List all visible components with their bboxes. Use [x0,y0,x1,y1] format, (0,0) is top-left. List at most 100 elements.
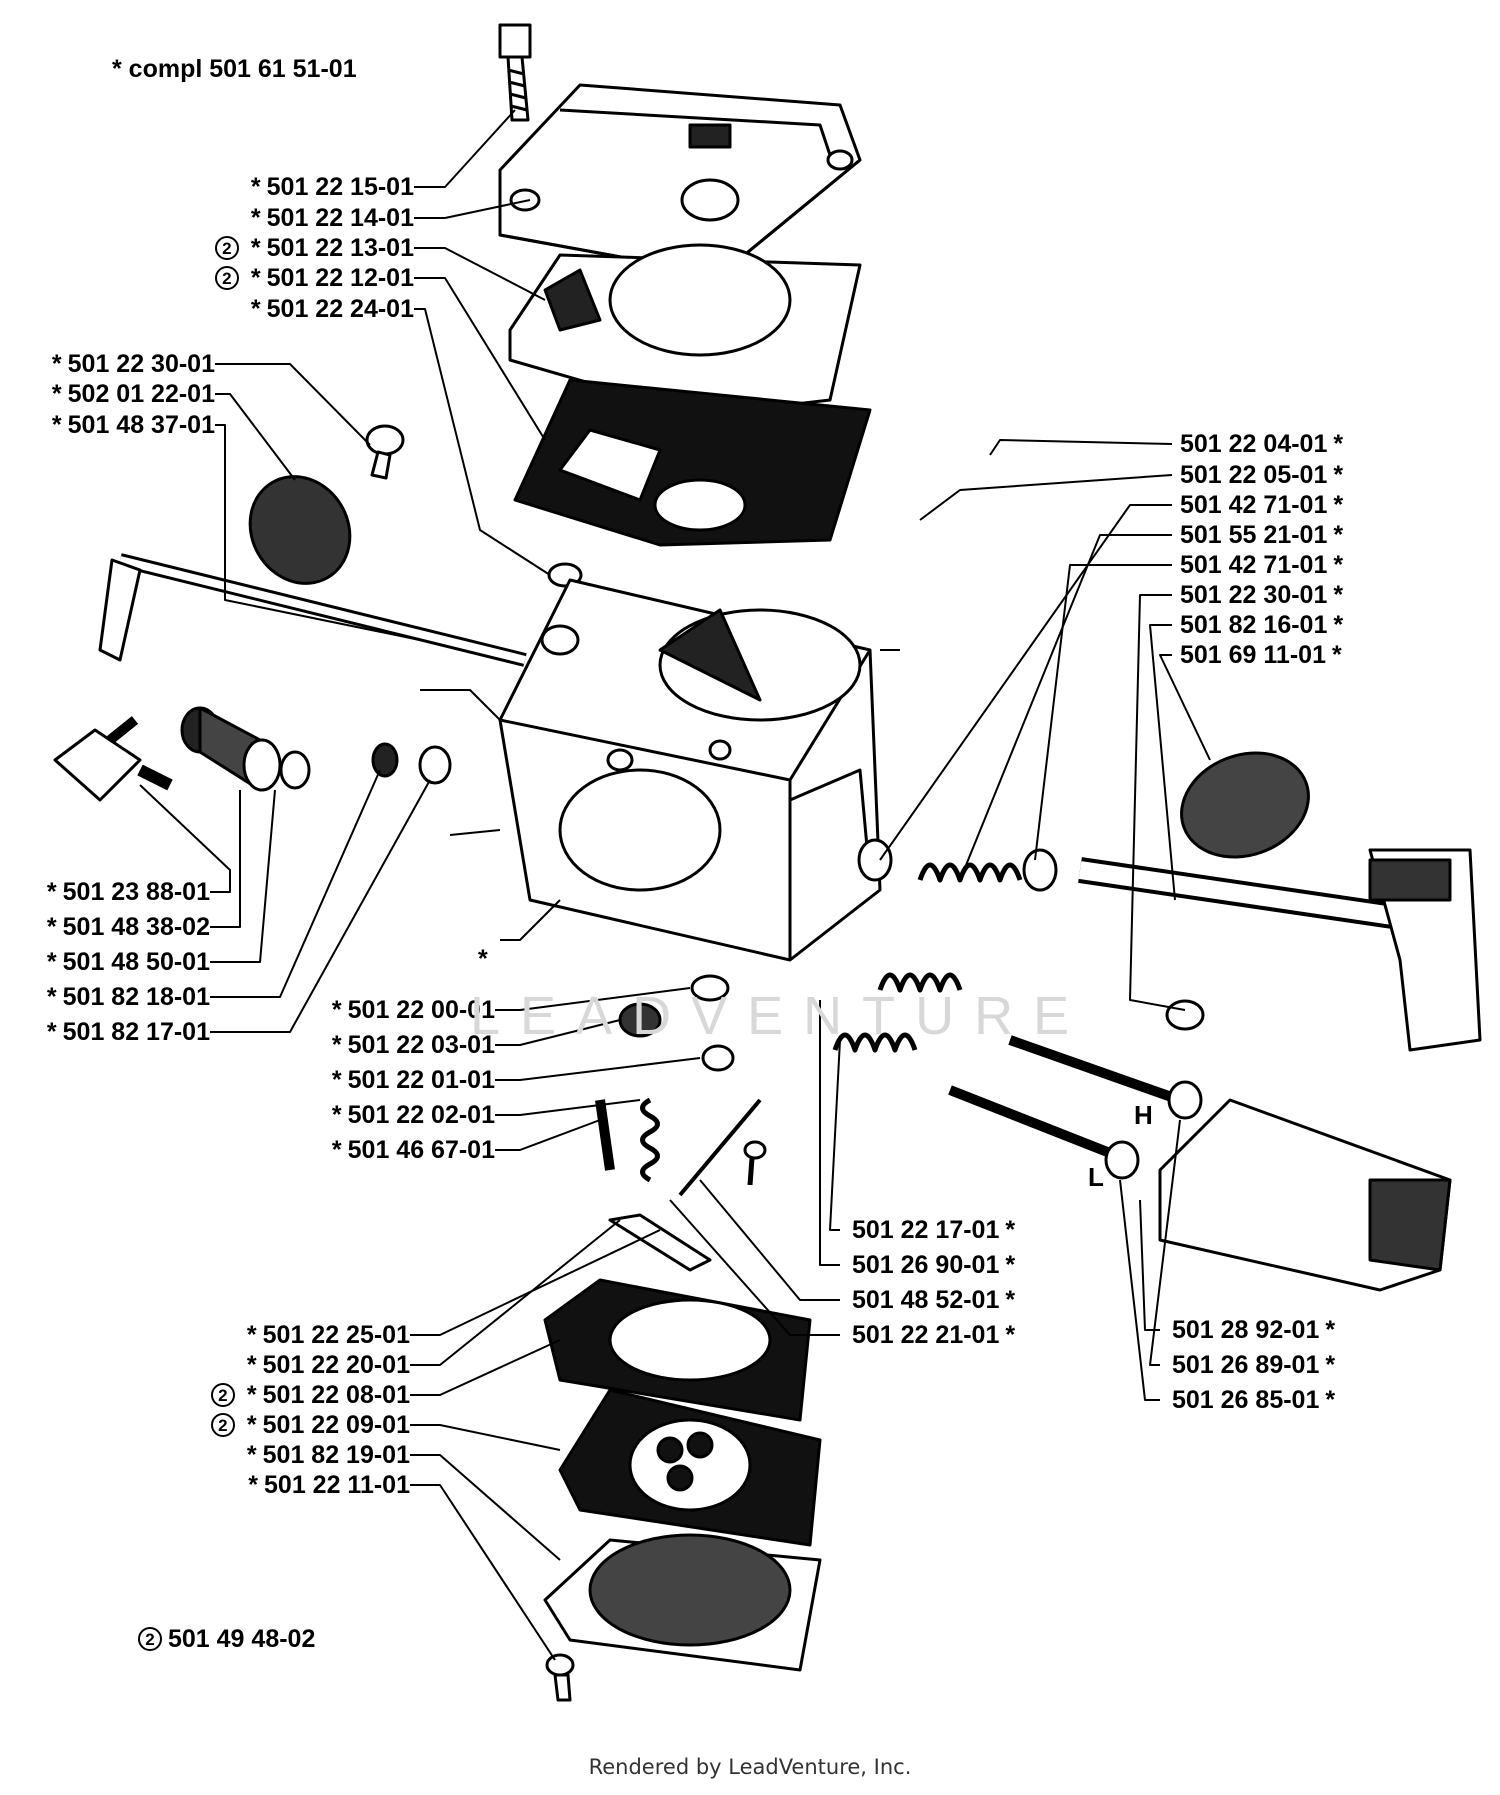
part-code: 501 48 50-01 [62,948,210,976]
part-star: * [46,878,57,906]
part-star: * [331,1136,342,1164]
part-star: * [46,983,57,1011]
part-code: 501 82 16-01 [1180,611,1328,639]
part-star: * [246,1411,257,1439]
part-star: * [1331,641,1342,669]
part-star: * [246,1381,257,1409]
part-code: 501 48 52-01 [852,1286,1000,1314]
top-cover-screw [498,23,532,122]
part-label: 2*501 22 12-01 [214,264,414,292]
part-star: * [250,173,261,201]
part-label: 501 26 85-01* [1172,1386,1341,1414]
limiter-cap [1158,1098,1452,1292]
part-code: 501 22 13-01 [266,234,414,262]
part-star: * [1325,1316,1336,1344]
part-star: * [331,1031,342,1059]
part-label: *501 22 01-01 [326,1066,495,1094]
part-label: 501 69 11-01* [1180,641,1348,669]
part-star: * [246,1321,257,1349]
part-code: 501 22 05-01 [1180,461,1328,489]
part-label: *501 22 02-01 [326,1101,495,1129]
part-star: * [1333,581,1344,609]
part-code: 501 22 12-01 [266,264,414,292]
carburetor-body [498,578,882,962]
part-label: 2*501 22 09-01 [210,1411,410,1439]
part-code: 501 22 15-01 [266,173,414,201]
part-code: 501 48 37-01 [67,411,215,439]
part-label: 2*501 22 13-01 [214,234,414,262]
part-label: 501 22 05-01* [1180,461,1349,489]
part-code: 502 01 22-01 [67,380,215,408]
part-label: 2*501 22 08-01 [210,1381,410,1409]
part-code: 501 22 08-01 [262,1381,410,1409]
part-star: * [1333,491,1344,519]
top-gasket [508,243,862,417]
part-label: *501 22 15-01 [245,173,414,201]
low-speed-needle [948,1085,1140,1180]
part-code: 501 22 09-01 [262,1411,410,1439]
inlet-fitting [53,716,173,802]
part-label: *501 48 38-02 [41,913,210,941]
choke-shaft [1078,848,1482,1052]
part-code: 501 22 00-01 [347,996,495,1024]
part-code: 501 22 01-01 [347,1066,495,1094]
part-star: * [1325,1386,1336,1414]
part-label: *501 22 11-01 [242,1471,410,1499]
part-code: 501 48 38-02 [62,913,210,941]
part-star: * [250,204,261,232]
part-star: * [46,913,57,941]
part-star: * [250,295,261,323]
part-label: *501 82 19-01 [241,1441,410,1469]
part-star: * [331,996,342,1024]
part-label: *501 82 17-01 [41,1018,210,1046]
part-code: 501 22 02-01 [347,1101,495,1129]
part-star: * [1005,1286,1016,1314]
part-code: 501 22 21-01 [852,1321,1000,1349]
part-label: 501 42 71-01* [1180,551,1349,579]
part-label: 501 28 92-01* [1172,1316,1341,1344]
filter-screen [180,706,282,792]
metering-lever [608,1213,712,1272]
leader-lines-right [669,439,1211,1401]
part-label: 501 22 04-01* [1180,430,1349,458]
part-label: 501 26 89-01* [1172,1351,1341,1379]
letter-h: H [1134,1100,1153,1130]
part-code: 501 69 11-01 [1180,641,1326,669]
high-speed-needle [1008,1035,1203,1120]
part-code: 501 22 20-01 [262,1351,410,1379]
part-label: *501 22 14-01 [245,204,414,232]
part-star: * [1005,1251,1016,1279]
leader-lines [139,109,701,1661]
part-star: * [1333,611,1344,639]
part-code: 501 22 30-01 [1180,581,1328,609]
part-star: * [1005,1321,1016,1349]
washer-a [279,750,311,790]
part-label: *502 01 22-01 [46,380,215,408]
top-diaphragm [513,378,872,547]
return-spring [917,862,1023,883]
part-label: *501 23 88-01 [41,878,210,906]
part-star: * [46,948,57,976]
part-label: 501 26 90-01* [852,1251,1021,1279]
part-label: 501 82 16-01* [1180,611,1349,639]
part-code: 501 42 71-01 [1180,491,1328,519]
part-label: *501 82 18-01 [41,983,210,1011]
part-star: * [250,234,261,262]
assembly-title: * compl 501 61 51-01 [112,55,357,83]
part-code: 501 26 89-01 [1172,1351,1320,1379]
part-code: 501 22 11-01 [264,1471,410,1499]
part-label: 501 42 71-01* [1180,491,1349,519]
bottom-screw [545,1653,575,1702]
kit-mark: 2 [214,266,239,290]
valve-screw [1165,999,1205,1031]
part-star: * [51,380,62,408]
part-star: * [1333,430,1344,458]
part-code: 501 22 25-01 [262,1321,410,1349]
choke-valve [248,475,352,585]
washer-b [371,742,399,778]
part-star: * [51,350,62,378]
choke-screw [365,424,405,480]
part-code: 501 46 67-01 [347,1136,495,1164]
footer-credit: Rendered by LeadVenture, Inc. [588,1755,912,1779]
